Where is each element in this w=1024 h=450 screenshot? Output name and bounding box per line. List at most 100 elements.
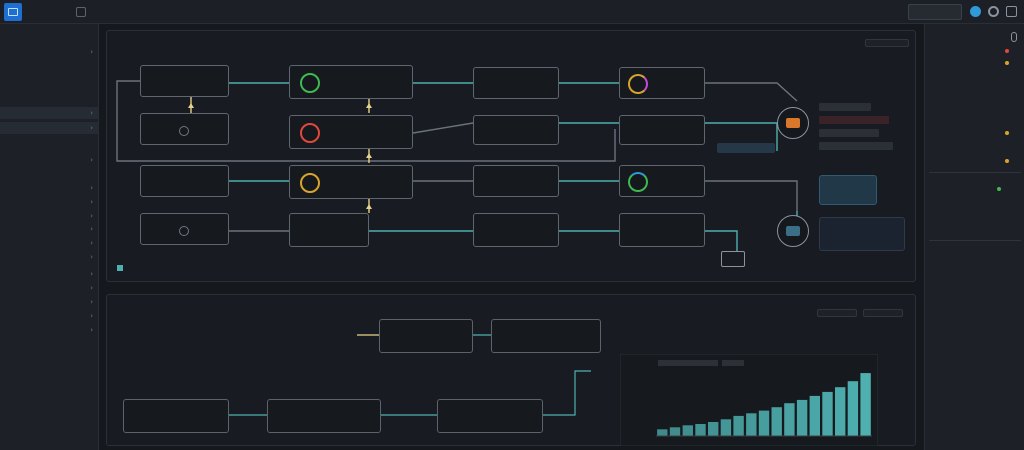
node-detail-card[interactable] (819, 217, 905, 251)
inspector-row[interactable] (933, 214, 1019, 224)
flow-node[interactable] (473, 165, 559, 197)
metric-card[interactable] (379, 319, 473, 353)
flow-node[interactable] (140, 113, 229, 145)
metric-card[interactable] (267, 399, 381, 433)
sidebar-item[interactable]: › (0, 122, 99, 134)
settings-icon[interactable] (988, 6, 999, 17)
chart-chip[interactable] (863, 309, 903, 317)
flow-node[interactable] (140, 165, 229, 197)
flow-node[interactable] (473, 67, 559, 99)
chevron-right-icon: › (90, 270, 93, 278)
inspector-row[interactable] (933, 226, 1019, 236)
inspector-row[interactable] (933, 246, 1019, 256)
annotation-line (819, 116, 889, 124)
chevron-right-icon: › (90, 48, 93, 56)
flow-node[interactable] (619, 165, 705, 197)
flow-node[interactable] (140, 213, 229, 245)
flow-node[interactable] (140, 65, 229, 97)
flow-panel (106, 30, 916, 282)
chart-bar (809, 395, 820, 436)
metric-card[interactable] (437, 399, 543, 433)
sidebar-item[interactable]: › (0, 282, 99, 294)
status-dot (997, 187, 1001, 191)
chart-bar (695, 424, 706, 436)
legend-swatch (117, 265, 123, 271)
aggregator-node[interactable] (777, 107, 809, 139)
chart-bar (733, 415, 744, 436)
sidebar-item[interactable] (0, 79, 99, 91)
annotation-line (819, 129, 879, 137)
inspector-row[interactable] (933, 108, 1019, 118)
toggle-icon[interactable] (1011, 32, 1017, 42)
sidebar-item[interactable]: › (0, 196, 99, 208)
sidebar-item[interactable]: › (0, 296, 99, 308)
flow-node[interactable] (289, 165, 413, 199)
flow-node[interactable] (619, 67, 705, 99)
brand-line-2 (26, 11, 74, 17)
sidebar-item[interactable] (0, 140, 99, 152)
flow-panel-chip[interactable] (865, 39, 909, 47)
chevron-right-icon: › (90, 253, 93, 261)
inspector-row[interactable] (933, 96, 1019, 106)
sidebar-item[interactable] (0, 30, 99, 42)
top-action-button[interactable] (908, 4, 962, 20)
divider (929, 172, 1021, 173)
status-dot (1005, 131, 1009, 135)
inspector-row[interactable] (933, 260, 1019, 270)
sidebar-item[interactable]: › (0, 268, 99, 280)
inspector-row[interactable] (933, 274, 1019, 284)
chart-chip[interactable] (817, 309, 857, 317)
sidebar-item[interactable] (0, 169, 99, 181)
status-card[interactable] (819, 175, 877, 205)
inspector-panel (924, 24, 1024, 450)
sidebar-item[interactable]: › (0, 324, 99, 336)
flow-node[interactable] (289, 115, 413, 149)
window-icon[interactable] (76, 7, 86, 17)
inspector-row[interactable] (933, 82, 1019, 92)
sidebar-item[interactable] (0, 93, 99, 105)
inspector-row[interactable] (933, 184, 1019, 194)
flow-line (116, 80, 140, 115)
arrow-up-icon (366, 204, 372, 209)
sidebar-item[interactable]: › (0, 251, 99, 263)
sidebar-item[interactable]: › (0, 182, 99, 194)
chevron-right-icon: › (90, 156, 93, 164)
sidebar-item[interactable]: › (0, 107, 99, 119)
sidebar-item[interactable]: › (0, 223, 99, 235)
arrow-up-icon (188, 103, 194, 108)
flow-node[interactable] (473, 115, 559, 145)
status-icon[interactable] (970, 6, 981, 17)
sidebar-item[interactable]: › (0, 310, 99, 322)
chart-bar (669, 427, 681, 436)
inspector-row[interactable] (933, 142, 1019, 152)
sidebar-item[interactable] (0, 64, 99, 76)
chart-bar (746, 413, 757, 436)
sidebar-item[interactable]: › (0, 237, 99, 249)
aggregator-node[interactable] (777, 215, 809, 247)
brand (26, 5, 74, 19)
metric-card[interactable] (491, 319, 601, 353)
chart-bar (847, 381, 859, 436)
flow-node[interactable] (619, 213, 705, 247)
flow-node[interactable] (619, 115, 705, 145)
output-badge[interactable] (721, 251, 745, 267)
sidebar-item[interactable]: › (0, 210, 99, 222)
gear-icon (179, 126, 189, 136)
flow-line (705, 180, 798, 211)
flow-node[interactable] (473, 213, 559, 247)
profile-icon[interactable] (1006, 6, 1017, 17)
sidebar-item[interactable]: › (0, 46, 99, 58)
chevron-right-icon: › (90, 109, 93, 117)
flow-node[interactable] (289, 213, 369, 247)
app-logo-icon[interactable] (4, 3, 22, 21)
status-dot (1005, 159, 1009, 163)
metric-card[interactable] (123, 399, 229, 433)
flow-node[interactable] (289, 65, 413, 99)
chevron-right-icon: › (90, 225, 93, 233)
sidebar-item[interactable]: › (0, 154, 99, 166)
inspector-row[interactable] (933, 70, 1019, 80)
database-icon (786, 118, 800, 128)
status-dot (1005, 61, 1009, 65)
inspector-row[interactable] (933, 202, 1019, 212)
chart-bar (758, 410, 770, 436)
